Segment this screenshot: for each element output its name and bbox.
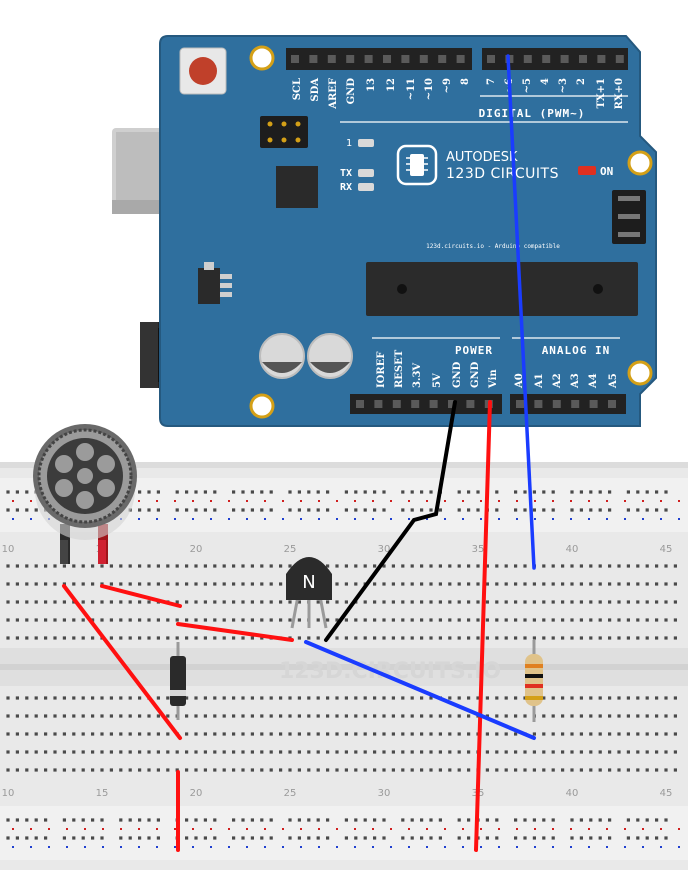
microcontroller-chip xyxy=(366,262,638,316)
column-number: 45 xyxy=(660,544,673,555)
digital-pin-label: TX+1 xyxy=(596,78,607,109)
column-number: 30 xyxy=(378,544,391,555)
digital-pin-label: SCL xyxy=(292,78,303,100)
digital-header xyxy=(286,48,628,70)
digital-pin-label: GND xyxy=(346,78,357,105)
transistor-label: N xyxy=(302,572,315,593)
power-analog-pin-labels: IOREF RESET 3.3V 5V GND GND Vin A0 A1 A2 A3 A4 A5 xyxy=(376,349,619,389)
power-pin-label: IOREF xyxy=(376,352,387,388)
voltage-regulator xyxy=(198,262,232,304)
usb-chip xyxy=(276,166,318,208)
power-pin-label: A3 xyxy=(570,373,581,389)
power-pin-label: A2 xyxy=(552,373,563,389)
digital-pin-label: ~3 xyxy=(558,78,569,93)
column-number: 35 xyxy=(472,544,485,555)
board-subtitle: 123d.circuits.io - Arduino compatible xyxy=(426,243,560,250)
column-number: 10 xyxy=(2,544,15,555)
digital-pin-label: 4 xyxy=(540,78,551,85)
mounting-hole xyxy=(627,360,653,386)
wire-red-speaker-rail[interactable] xyxy=(62,584,182,740)
diode[interactable] xyxy=(170,642,186,720)
power-pin-label: GND xyxy=(470,361,481,388)
wire-black-gnd[interactable] xyxy=(324,400,457,642)
digital-pin-label: 2 xyxy=(576,78,587,85)
power-pin-label: 3.3V xyxy=(412,363,423,388)
mounting-hole xyxy=(249,393,275,419)
resistor[interactable] xyxy=(525,640,543,722)
power-pin-label: A0 xyxy=(514,373,525,389)
column-number: 20 xyxy=(190,788,203,799)
reset-button[interactable] xyxy=(179,47,227,95)
led-tx xyxy=(358,169,374,177)
column-number: 40 xyxy=(566,544,579,555)
breadboard-watermark: 123D.CIRCUITS.IO xyxy=(279,659,501,684)
brand-line2: 123D CIRCUITS xyxy=(446,166,559,182)
digital-pin-label: ~10 xyxy=(424,78,435,100)
column-number: 45 xyxy=(660,788,673,799)
on-led xyxy=(578,166,596,175)
power-pin-label: GND xyxy=(452,361,463,388)
digital-pin-label: ~5 xyxy=(522,78,533,93)
mounting-hole xyxy=(627,150,653,176)
digital-pin-label: 8 xyxy=(460,78,471,85)
column-number: 40 xyxy=(566,788,579,799)
capacitor xyxy=(259,333,305,379)
wires xyxy=(62,54,536,852)
tx-label: TX xyxy=(340,168,352,179)
power-pin-label: A4 xyxy=(588,373,599,389)
wire-blue-pin7[interactable] xyxy=(506,54,536,570)
digital-pin-label: AREF xyxy=(328,78,339,110)
speaker[interactable] xyxy=(33,424,137,564)
led-rx xyxy=(358,183,374,191)
column-number: 25 xyxy=(284,544,297,555)
wire-red-speaker-diode[interactable] xyxy=(100,584,182,608)
digital-pin-label: RX+0 xyxy=(614,78,625,109)
rx-label: RX xyxy=(340,182,352,193)
power-pin-label: RESET xyxy=(394,349,405,388)
led-l-label: 1 xyxy=(346,138,352,149)
power-pin-label: Vin xyxy=(488,369,499,389)
digital-pin-label: 7 xyxy=(486,78,497,85)
wire-red-diode-collector[interactable] xyxy=(176,622,294,642)
mounting-hole xyxy=(249,45,275,71)
power-header-label: POWER xyxy=(455,344,493,357)
digital-pin-label: ~11 xyxy=(406,78,417,100)
column-number: 25 xyxy=(284,788,297,799)
icsp-header-right xyxy=(612,190,646,244)
column-number: 30 xyxy=(378,788,391,799)
analog-header-label: ANALOG IN xyxy=(542,344,611,357)
capacitor xyxy=(307,333,353,379)
wire-red-vin[interactable] xyxy=(474,400,492,852)
power-pin-label: A1 xyxy=(534,373,545,389)
npn-transistor[interactable]: N xyxy=(286,557,332,629)
digital-pin-label: ~9 xyxy=(442,78,453,93)
on-label: ON xyxy=(600,165,613,178)
column-number: 10 xyxy=(2,788,15,799)
autodesk-logo xyxy=(396,144,438,186)
digital-pin-label: SDA xyxy=(310,78,321,102)
wire-blue-emitter[interactable] xyxy=(304,640,536,740)
icsp-header xyxy=(260,116,308,148)
column-number: 20 xyxy=(190,544,203,555)
digital-pin-label: 13 xyxy=(366,78,377,92)
power-pin-label: 5V xyxy=(432,373,443,388)
led-l xyxy=(358,139,374,147)
digital-header-label: DIGITAL (PWM~) xyxy=(479,107,586,120)
digital-pin-label: 12 xyxy=(386,78,397,92)
bottom-power-rail xyxy=(0,806,688,860)
power-pin-label: A5 xyxy=(608,373,619,389)
brand-line1: AUTODESK xyxy=(446,150,518,165)
breadboard-holes xyxy=(6,490,680,848)
column-number: 15 xyxy=(96,788,109,799)
power-analog-header xyxy=(350,394,626,414)
